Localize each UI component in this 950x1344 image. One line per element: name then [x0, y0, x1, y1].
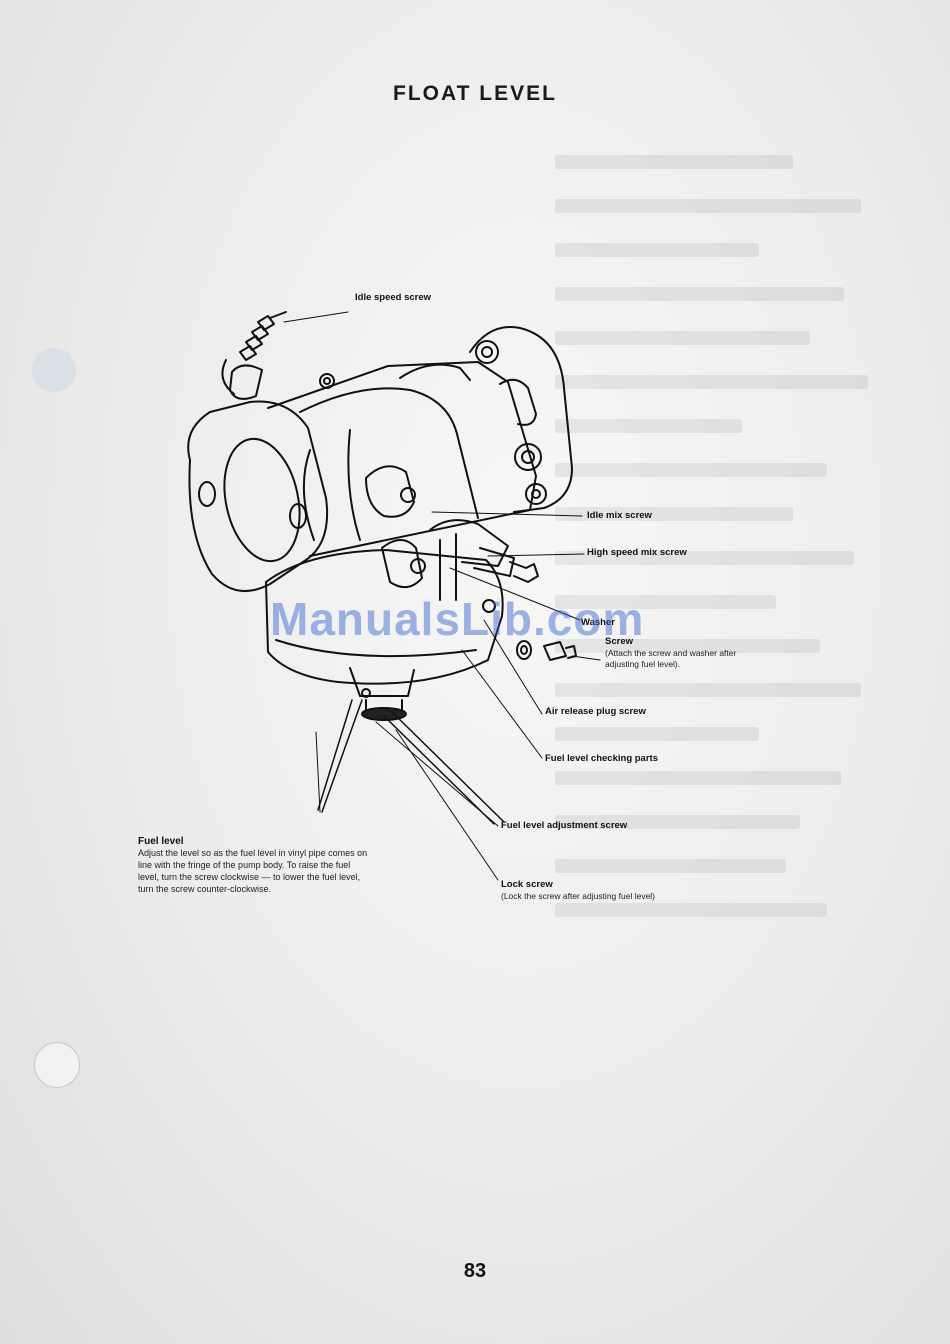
screw-note-line-1: (Attach the screw and washer after	[605, 648, 737, 658]
lock-screw-label: Lock screw	[501, 879, 553, 890]
washer-label: Washer	[581, 617, 615, 628]
fuel-level-line-2: line with the fringe of the pump body. T…	[138, 860, 351, 870]
screw-label: Screw	[605, 636, 633, 647]
fuel-level-note: Fuel level Adjust the level so as the fu…	[138, 836, 468, 895]
bleed-through-text	[555, 155, 895, 955]
washer-screw-parts-drawing	[516, 640, 577, 661]
fuel-level-adjustment-screw-label: Fuel level adjustment screw	[501, 820, 628, 831]
mounting-flange-drawing	[187, 400, 329, 592]
vinyl-pipe-drawing	[317, 699, 505, 825]
float-bowl-drawing	[265, 549, 504, 721]
high-speed-mix-screw-label: High speed mix screw	[587, 547, 687, 558]
idle-speed-screw-label: Idle speed screw	[355, 292, 432, 303]
screw-note-line-2: adjusting fuel level).	[605, 659, 681, 669]
fuel-level-line-1: Adjust the level so as the fuel level in…	[138, 848, 368, 858]
watermark: ManualsLib.com	[270, 593, 645, 645]
fuel-level-checking-parts-label: Fuel level checking parts	[545, 753, 658, 764]
mixture-screws-drawing	[381, 519, 539, 601]
punch-hole-bottom	[34, 1042, 80, 1088]
page-number: 83	[463, 1260, 487, 1282]
punch-hole-top	[32, 348, 76, 392]
air-release-plug-screw-label: Air release plug screw	[545, 706, 646, 717]
fuel-level-line-4: turn the screw counter-clockwise.	[138, 884, 272, 894]
fuel-level-line-3: level, turn the screw clockwise — to low…	[138, 872, 361, 882]
idle-mix-screw-label: Idle mix screw	[587, 510, 652, 521]
carburetor-body-drawing	[267, 326, 573, 557]
lock-screw-note: (Lock the screw after adjusting fuel lev…	[501, 891, 656, 901]
page-title: FLOAT LEVEL	[393, 82, 557, 105]
leader-lines	[283, 311, 601, 881]
idle-speed-screw-drawing	[221, 311, 287, 400]
fuel-level-heading: Fuel level	[138, 836, 184, 847]
